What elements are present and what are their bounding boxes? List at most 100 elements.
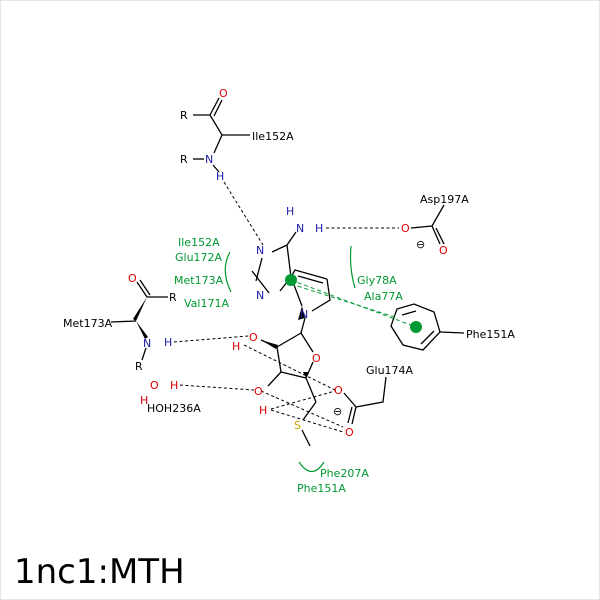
atom-n: N — [143, 337, 151, 350]
bond — [305, 377, 317, 403]
bond — [431, 225, 441, 245]
residue-label-glu174: Glu174A — [366, 364, 414, 377]
hbond — [243, 344, 336, 391]
residue-label-met173: Met173A — [63, 317, 113, 330]
atom-n: N — [205, 153, 213, 166]
atom-h: H — [216, 170, 224, 183]
atom-o: O — [249, 331, 258, 344]
hbond — [270, 409, 344, 433]
atom-n: N — [296, 222, 304, 235]
bond — [212, 164, 220, 173]
pi-line — [290, 283, 399, 319]
bond — [286, 244, 292, 278]
bond — [300, 332, 314, 353]
residue-label-phe151: Phe151A — [466, 328, 515, 341]
bond — [213, 99, 223, 117]
bond — [110, 320, 137, 323]
bond — [351, 406, 357, 425]
bond — [297, 275, 324, 284]
bond — [267, 371, 282, 387]
contact-label: Glu172A — [175, 251, 223, 264]
residue-label-ile152: Ile152A — [252, 130, 294, 143]
hbond — [223, 181, 264, 246]
bond — [301, 429, 311, 447]
contact-arc-left — [224, 251, 232, 293]
atom-h: H — [286, 205, 294, 218]
atom-o: O — [219, 87, 228, 100]
residue-label-asp197: Asp197A — [420, 193, 469, 206]
ring-centroid-ligand — [285, 274, 297, 286]
wedge — [303, 372, 309, 378]
atom-o: O — [150, 379, 159, 392]
atom-o: O — [128, 272, 137, 285]
atom-n: N — [300, 308, 308, 321]
contact-label: Val171A — [184, 297, 229, 310]
atom-o: O — [401, 222, 410, 235]
contact-label: Ile152A — [178, 236, 220, 249]
wedge — [133, 297, 147, 321]
hydrogen-bonds — [173, 181, 399, 433]
bond — [401, 310, 417, 316]
bond — [276, 346, 282, 373]
atom-h: H — [170, 379, 178, 392]
bond — [302, 401, 317, 421]
contact-label: Phe151A — [297, 482, 346, 495]
bond — [251, 270, 270, 294]
wedge — [136, 321, 148, 339]
contact-arc-bottom — [298, 461, 325, 473]
asp197-residue-bonds — [410, 204, 445, 245]
pi-stacking — [285, 274, 422, 333]
atom-h: H — [315, 222, 323, 235]
bond — [343, 392, 357, 408]
atom-h: H — [164, 336, 172, 349]
phe151-ring-bonds — [390, 303, 465, 351]
bond — [435, 227, 445, 245]
ile152-residue-bonds — [193, 97, 250, 173]
bond — [141, 347, 147, 361]
bond — [139, 279, 151, 296]
atom-n: N — [256, 244, 264, 257]
bond — [439, 331, 465, 334]
bond — [410, 204, 445, 229]
atom-o: O — [312, 352, 321, 365]
met173-residue-bonds — [110, 279, 168, 361]
glu174-residue-bonds — [343, 376, 387, 425]
atom-o: O — [439, 244, 448, 257]
atom-o: O — [334, 384, 343, 397]
ring-centroid-phe151 — [410, 321, 422, 333]
atom-o: O — [254, 385, 263, 398]
bond — [355, 376, 387, 408]
atom-h: H — [259, 404, 267, 417]
atom-o: O — [345, 426, 354, 439]
bond — [193, 114, 250, 136]
hbond — [270, 390, 336, 410]
bond — [276, 332, 302, 348]
charge-minus: ⊖ — [333, 405, 342, 418]
hydrophobic-arcs — [224, 245, 356, 473]
atom-h: H — [140, 394, 148, 407]
charge-minus: ⊖ — [416, 238, 425, 251]
atom-labels: R O R N H H N H N N N O O H O H S O ⊖ O … — [128, 87, 448, 439]
bond — [286, 231, 297, 246]
phenyl-ring — [390, 303, 441, 351]
bond — [213, 134, 223, 154]
stereo-wedges — [133, 297, 309, 378]
residue-label-hoh236: HOH236A — [147, 402, 201, 415]
wedge — [261, 340, 278, 349]
diagram-title: 1nc1:MTH — [14, 552, 185, 592]
bond — [311, 278, 331, 312]
bond — [280, 371, 307, 379]
ligand-bonds — [251, 231, 331, 447]
atom-r: R — [180, 153, 188, 166]
contact-label: Gly78A — [357, 274, 397, 287]
atom-n: N — [256, 289, 264, 302]
atom-s: S — [294, 419, 301, 432]
contact-arc-right — [349, 245, 356, 289]
atom-h: H — [232, 340, 240, 353]
bond — [209, 97, 220, 116]
bond — [255, 257, 263, 282]
bond — [136, 281, 148, 298]
contact-label: Met173A — [174, 274, 224, 287]
